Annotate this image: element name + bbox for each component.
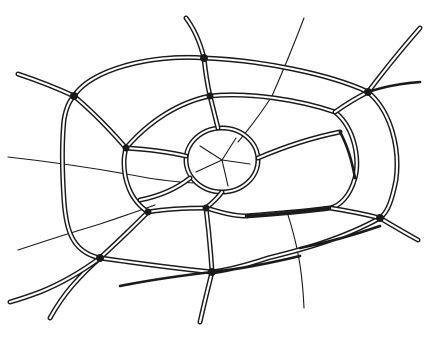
- spoke-hub-right: [258, 132, 340, 158]
- hub-spoke-2: [222, 138, 236, 160]
- hub-spoke-4: [222, 160, 228, 186]
- node-right: [376, 214, 384, 222]
- thin-line-top-right-to-upper-ring: [272, 18, 304, 96]
- node-middle-top: [207, 93, 214, 100]
- middle-ring: [124, 95, 357, 216]
- node-top: [200, 54, 208, 62]
- outer-ring: [63, 57, 397, 272]
- hub-spoke-3: [222, 160, 250, 164]
- hub-spoke-1: [200, 146, 222, 160]
- thin-line-left-long: [8, 157, 195, 183]
- hub-spokes: [196, 138, 250, 186]
- node-lower-left: [96, 254, 104, 262]
- node-middle-left: [123, 145, 130, 152]
- double-channels: [10, 18, 420, 322]
- node-middle-bottom: [203, 205, 210, 212]
- hub-spoke-5: [196, 160, 222, 172]
- arm-lower-left-exit: [10, 258, 100, 302]
- node-upper-left: [70, 92, 78, 100]
- thin-line-lower-right: [288, 215, 304, 308]
- node-bottom: [208, 268, 216, 276]
- arm-bottom-left: [50, 258, 100, 318]
- node-upper-right: [364, 88, 372, 96]
- node-middle-lower-left: [145, 209, 152, 216]
- inner-left-link: [140, 178, 190, 200]
